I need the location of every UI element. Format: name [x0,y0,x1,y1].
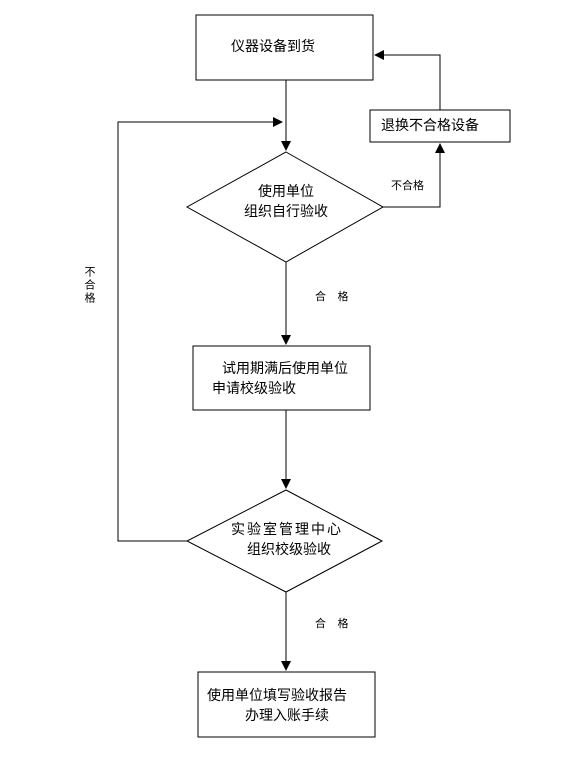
arrow-return-to-arrival [374,50,441,110]
return-label: 退换不合格设备 [381,118,479,134]
arrow-self-to-return [383,143,445,208]
arrival-label: 仪器设备到货 [231,39,315,55]
edge-label-unqualified-top: 不合格 [391,179,424,192]
edge-label-unqualified-left: 不合格 [83,266,96,305]
trial-box [192,345,371,411]
report-label-line1: 使用单位填写验收报告 [207,688,347,704]
self-accept-label-line1: 使用单位 [258,184,314,200]
edge-label-qualified-2: 合 格 [315,617,349,630]
return-box [369,109,511,143]
report-label-line2: 办理入账手续 [245,708,329,724]
edge-label-qualified-1: 合 格 [315,290,349,303]
report-box [197,671,376,738]
arrow-lab-back-to-self [117,117,283,542]
lab-center-label-line1: 实验室管理中心 [231,522,343,538]
lab-center-label-line2: 组织校级验收 [247,542,331,558]
arrival-box [195,14,374,81]
trial-label-line1: 试用期满后使用单位 [222,361,348,377]
self-accept-label-line2: 组织自行验收 [244,204,328,220]
trial-label-line2: 申请校级验收 [212,381,296,397]
